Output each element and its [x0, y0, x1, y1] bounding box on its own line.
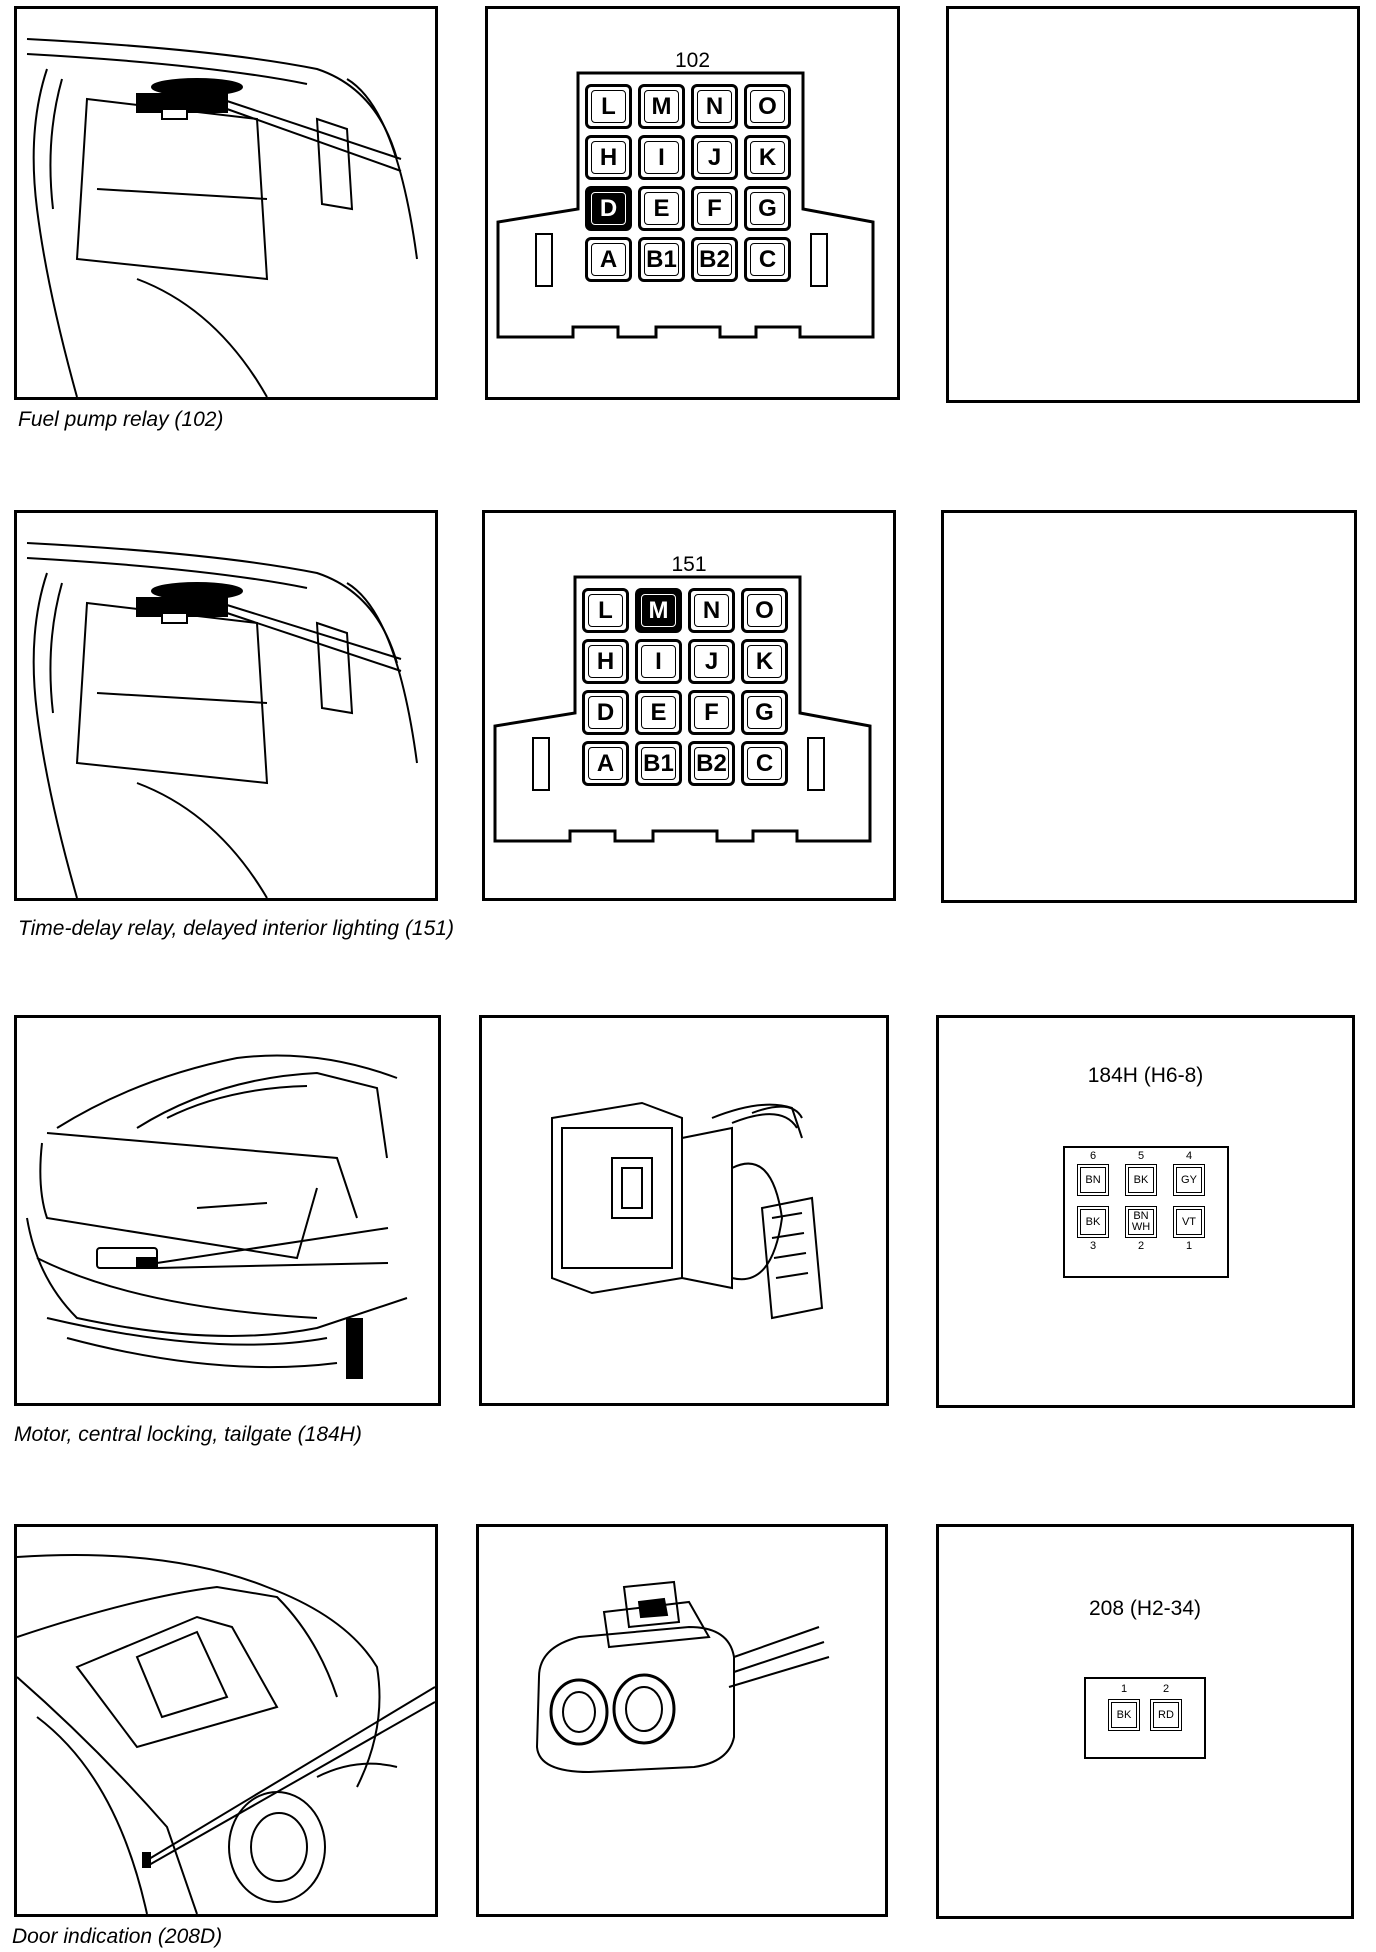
- dashboard-illustration: [26, 38, 418, 397]
- relay-pin: I: [638, 135, 685, 180]
- relay-housing: [493, 575, 872, 843]
- pin-number: 1: [1120, 1683, 1128, 1695]
- row1-location-panel: [14, 6, 438, 400]
- connector-illustration: [535, 1580, 830, 1774]
- connector-code: 208 (H2-34): [1088, 1597, 1202, 1620]
- relay-pin: A: [585, 237, 632, 282]
- relay-pin: O: [741, 588, 788, 633]
- wire-cell: BN: [1077, 1164, 1109, 1196]
- pin-number: 2: [1162, 1683, 1170, 1695]
- pin-number: 3: [1089, 1240, 1097, 1252]
- relay-pin: D: [582, 690, 629, 735]
- relay-code: 151: [671, 553, 707, 576]
- wire-cell: BK: [1125, 1164, 1157, 1196]
- relay-pin: B1: [635, 741, 682, 786]
- row1-blank-panel: [946, 6, 1360, 403]
- relay-pin: A: [582, 741, 629, 786]
- wire-cell: RD: [1150, 1699, 1182, 1731]
- relay-pin: I: [635, 639, 682, 684]
- wire-cell: VT: [1173, 1206, 1205, 1238]
- wire-cell: BK: [1077, 1206, 1109, 1238]
- pin-number: 1: [1185, 1240, 1193, 1252]
- relay-pin: J: [691, 135, 738, 180]
- relay-pin: O: [744, 84, 791, 129]
- relay-pin: B2: [691, 237, 738, 282]
- relay-pin: N: [691, 84, 738, 129]
- car-rear-illustration: [26, 1054, 408, 1379]
- row2-caption: Time-delay relay, delayed interior light…: [18, 917, 454, 940]
- pin-number: 6: [1089, 1150, 1097, 1162]
- relay-pin: B2: [688, 741, 735, 786]
- row4-pinout-panel: 208 (H2-34) 1 2 BK RD: [936, 1524, 1354, 1919]
- relay-pin: C: [744, 237, 791, 282]
- row3-connector-image-panel: [479, 1015, 889, 1406]
- connector-code: 184H (H6-8): [1087, 1064, 1204, 1087]
- relay-pin: K: [741, 639, 788, 684]
- relay-pin: C: [741, 741, 788, 786]
- wire-table: 1 2 BK RD: [1084, 1677, 1206, 1759]
- relay-pin: H: [585, 135, 632, 180]
- relay-pin: L: [582, 588, 629, 633]
- row4-connector-image-panel: [476, 1524, 888, 1917]
- relay-pin: L: [585, 84, 632, 129]
- relay-code: 102: [674, 49, 711, 72]
- relay-housing: [496, 71, 875, 339]
- relay-pin: E: [638, 186, 685, 231]
- relay-pin: K: [744, 135, 791, 180]
- relay-pin: D: [585, 186, 632, 231]
- row1-caption: Fuel pump relay (102): [18, 408, 224, 431]
- pin-number: 2: [1137, 1240, 1145, 1252]
- car-side-illustration: [17, 1554, 435, 1914]
- dashboard-illustration: [26, 542, 418, 898]
- relay-pin: G: [744, 186, 791, 231]
- row3-caption: Motor, central locking, tailgate (184H): [14, 1423, 362, 1446]
- row4-location-panel: [14, 1524, 438, 1917]
- pin-number: 4: [1185, 1150, 1193, 1162]
- row3-location-panel: [14, 1015, 441, 1406]
- row2-blank-panel: [941, 510, 1357, 903]
- connector-illustration: [551, 1101, 824, 1320]
- relay-pin: E: [635, 690, 682, 735]
- relay-pin: F: [688, 690, 735, 735]
- relay-pin: H: [582, 639, 629, 684]
- relay-pin: M: [638, 84, 685, 129]
- wire-cell: GY: [1173, 1164, 1205, 1196]
- relay-pin: J: [688, 639, 735, 684]
- relay-pin: M: [635, 588, 682, 633]
- row4-caption: Door indication (208D): [12, 1925, 223, 1948]
- row2-location-panel: [14, 510, 438, 901]
- relay-pin: G: [741, 690, 788, 735]
- pin-number: 5: [1137, 1150, 1145, 1162]
- wire-cell: BK: [1108, 1699, 1140, 1731]
- relay-pin: B1: [638, 237, 685, 282]
- relay-pin: N: [688, 588, 735, 633]
- relay-pin: F: [691, 186, 738, 231]
